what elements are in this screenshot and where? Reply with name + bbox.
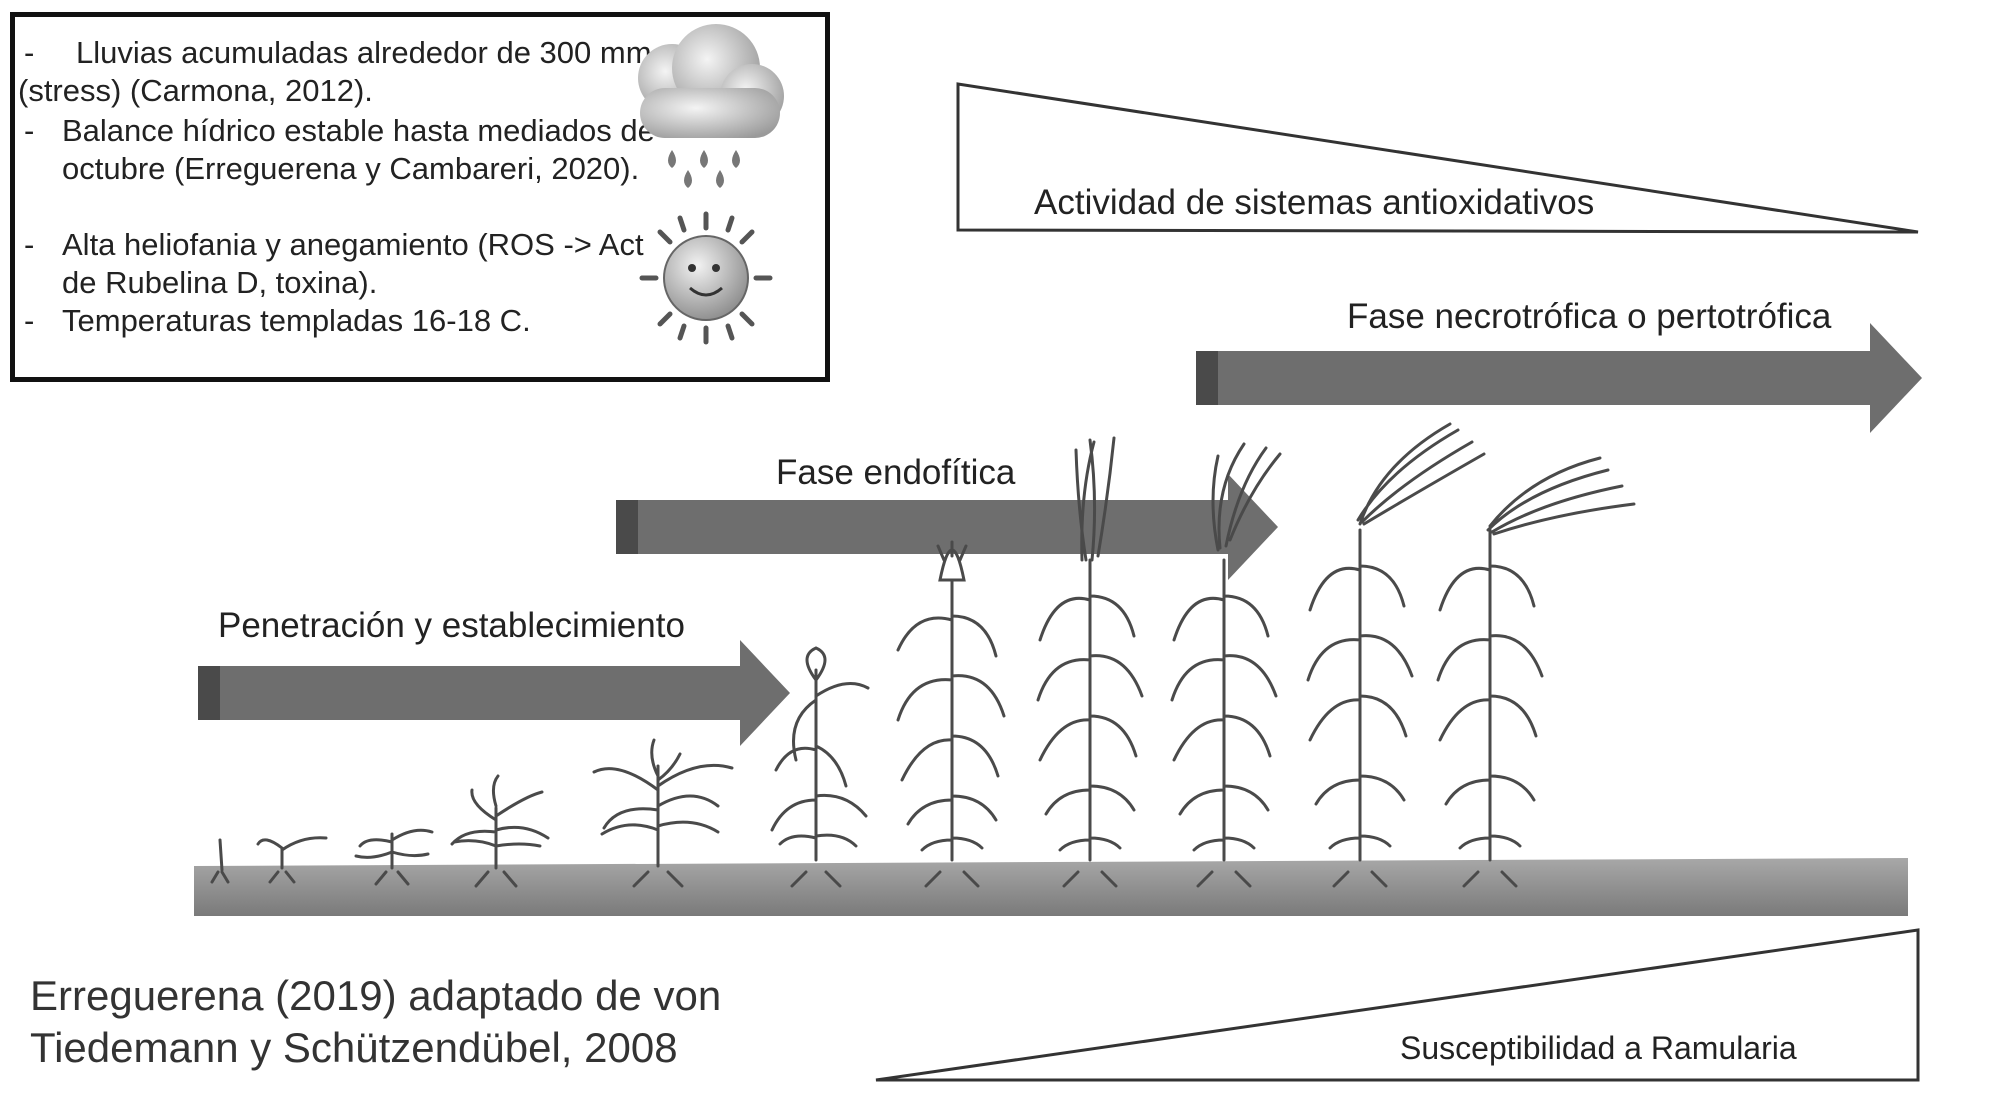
necrotrophic-arrow — [1196, 323, 1922, 433]
plant-stage-1 — [210, 838, 230, 884]
plant-stage-5 — [592, 738, 734, 888]
bullet-dash: - — [24, 303, 35, 338]
plant-stage-8 — [1036, 436, 1144, 888]
credit-line2: Tiedemann y Schützendübel, 2008 — [30, 1024, 678, 1071]
bullet-balance-line2: octubre (Erreguerena y Cambareri, 2020). — [62, 151, 640, 186]
plant-stage-3 — [354, 828, 434, 886]
bullet-rain-line2: (stress) (Carmona, 2012). — [18, 73, 373, 108]
bullet-rain-line1: Lluvias acumuladas alrededor de 300 mm — [76, 35, 652, 70]
antioxidant-gradient-triangle — [956, 82, 1919, 234]
susceptibility-label: Susceptibilidad a Ramularia — [1400, 1030, 1797, 1066]
penetration-arrow — [198, 640, 790, 746]
credit-line1: Erreguerena (2019) adaptado de von — [30, 972, 722, 1019]
plant-stage-11 — [1436, 456, 1636, 888]
necrotrophic-phase-label: Fase necrotrófica o pertotrófica — [1347, 297, 1832, 336]
plant-stage-6 — [770, 646, 870, 888]
bullet-temperature: Temperaturas templadas 16-18 C. — [62, 303, 531, 338]
soil-strip — [194, 858, 1908, 916]
endophytic-arrow — [616, 474, 1278, 580]
smiling-sun-icon — [639, 211, 773, 345]
bullet-heliofania-line1: Alta heliofania y anegamiento (ROS -> Ac… — [62, 227, 644, 262]
rain-cloud-icon — [638, 24, 784, 188]
bullet-dash: - — [24, 35, 35, 70]
plant-stage-4 — [450, 774, 550, 888]
plant-growth-stages — [210, 422, 1636, 888]
plant-stage-10 — [1306, 422, 1486, 888]
plant-stage-2 — [256, 836, 328, 884]
penetration-phase-label: Penetración y establecimiento — [218, 606, 685, 645]
susceptibility-gradient-triangle — [875, 928, 1920, 1082]
endophytic-phase-label: Fase endofítica — [776, 453, 1016, 492]
plant-stage-9 — [1170, 442, 1282, 888]
plant-stage-7 — [896, 540, 1006, 888]
bullet-dash: - — [24, 227, 35, 262]
bullet-balance-line1: Balance hídrico estable hasta mediados d… — [62, 113, 655, 148]
bullet-dash: - — [24, 113, 35, 148]
bullet-heliofania-line2: de Rubelina D, toxina). — [62, 265, 378, 300]
antioxidant-activity-label: Actividad de sistemas antioxidativos — [1034, 183, 1595, 222]
